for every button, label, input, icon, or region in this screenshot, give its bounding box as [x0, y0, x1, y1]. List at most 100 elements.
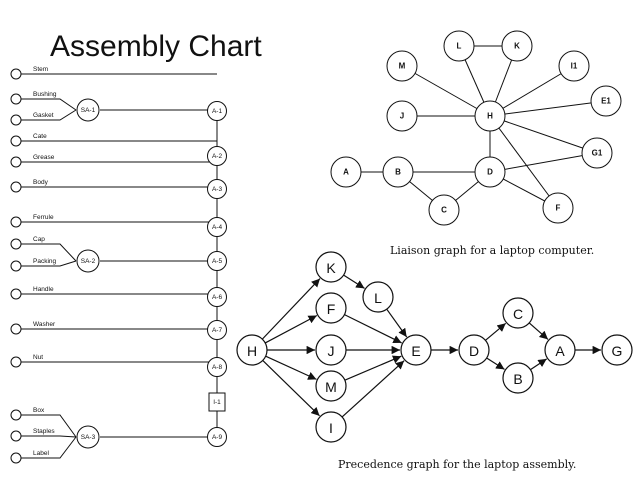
part-circle-gasket [10, 114, 22, 126]
part-circle-cap [10, 238, 22, 250]
part-line-box [21, 414, 77, 438]
precedence-edge-d-c [485, 322, 507, 341]
liaison-node-label-h: H [487, 112, 493, 121]
part-label-washer: Washer [33, 321, 56, 328]
liaison-edge-m-h [401, 65, 491, 117]
operation-circle-a-3 [207, 179, 227, 199]
liaison-node-label-d: D [487, 168, 493, 177]
precedence-node-k [315, 251, 347, 283]
liaison-edge-i1-h [489, 65, 575, 117]
liaison-node-label-j: J [400, 112, 404, 121]
liaison-node-d [474, 156, 506, 188]
part-circle-cate [10, 135, 22, 147]
liaison-edge-g1-h [489, 115, 598, 154]
part-circle-handle [10, 288, 22, 300]
liaison-node-e1 [590, 85, 622, 117]
precedence-edge-h-i [262, 360, 320, 417]
precedence-node-label-b: B [513, 371, 522, 387]
operation-circle-a-2 [207, 146, 227, 166]
subassembly-label-sa-1: SA-1 [81, 107, 96, 114]
part-line-gasket [21, 109, 77, 121]
operation-label-a-4: A-4 [212, 224, 223, 231]
precedence-node-label-g: G [612, 343, 623, 359]
precedence-node-j [315, 334, 347, 366]
operation-label-a-9: A-9 [212, 434, 223, 441]
part-circle-bushing [10, 93, 22, 105]
liaison-node-b [382, 156, 414, 188]
part-circle-washer [10, 323, 22, 335]
precedence-node-label-m: M [325, 379, 337, 395]
part-label-grease: Grease [33, 154, 55, 161]
subassembly-circle-sa-3 [76, 425, 100, 449]
precedence-node-label-a: A [555, 343, 565, 359]
part-label-gasket: Gasket [33, 112, 54, 119]
liaison-node-label-b: B [395, 168, 401, 177]
subassembly-circle-sa-2 [76, 249, 100, 273]
liaison-node-i1 [558, 50, 590, 82]
part-label-body: Body [33, 179, 49, 186]
operation-circle-a-7 [207, 320, 227, 340]
precedence-edge-h-f [264, 314, 318, 344]
liaison-node-label-a: A [343, 168, 349, 177]
precedence-node-a [544, 334, 576, 366]
part-label-nut: Nut [33, 354, 43, 361]
part-label-stem: Stem [33, 66, 48, 73]
operation-circle-a-5 [207, 251, 227, 271]
precedence-node-d [458, 334, 490, 366]
part-label-handle: Handle [33, 286, 54, 293]
precedence-node-label-e: E [411, 343, 420, 359]
part-label-staples: Staples [33, 428, 55, 435]
part-circle-label [10, 452, 22, 464]
operation-circle-a-1 [207, 101, 227, 121]
operation-label-a-7: A-7 [212, 327, 223, 334]
liaison-caption: Liaison graph for a laptop computer. [390, 244, 594, 257]
precedence-node-label-h: H [247, 343, 257, 359]
precedence-node-m [315, 370, 347, 402]
liaison-edge-h-f [489, 115, 559, 209]
assembly-chart: StemBushingGasketCateGreaseBodyFerruleCa… [10, 66, 227, 464]
precedence-node-c [502, 297, 534, 329]
operation-label-a-6: A-6 [212, 294, 223, 301]
liaison-node-f [542, 192, 574, 224]
precedence-node-b [502, 362, 534, 394]
liaison-node-label-e1: E1 [601, 97, 611, 106]
part-line-cap [21, 243, 77, 262]
operation-label-a-5: A-5 [212, 258, 223, 265]
operation-circle-a-6 [207, 287, 227, 307]
liaison-node-k [501, 30, 533, 62]
part-label-ferrule: Ferrule [33, 214, 54, 221]
precedence-edge-k-l [343, 274, 365, 289]
operation-circle-a-4 [207, 217, 227, 237]
part-line-label [21, 436, 77, 459]
liaison-node-label-f: F [556, 204, 561, 213]
part-circle-staples [10, 430, 22, 442]
precedence-edge-l-e [386, 308, 408, 338]
part-circle-nut [10, 356, 22, 368]
part-label-label: Label [33, 450, 49, 457]
subassembly-label-sa-3: SA-3 [81, 434, 96, 441]
part-circle-box [10, 409, 22, 421]
precedence-edge-h-k [261, 278, 321, 340]
part-label-packing: Packing [33, 258, 57, 265]
part-circle-packing [10, 260, 22, 272]
liaison-node-a [330, 156, 362, 188]
subassembly-circle-sa-1 [76, 98, 100, 122]
precedence-edge-i-e [341, 360, 405, 418]
liaison-node-h [474, 100, 506, 132]
precedence-edge-h-m [265, 355, 317, 380]
liaison-node-j [386, 100, 418, 132]
precedence-node-f [315, 292, 347, 324]
page-title: Assembly Chart [50, 30, 262, 63]
precedence-node-label-k: K [326, 260, 336, 276]
liaison-node-g1 [581, 137, 613, 169]
liaison-edge-e1-h [489, 100, 607, 117]
precedence-node-label-f: F [327, 301, 336, 317]
part-line-bushing [21, 98, 77, 111]
liaison-node-label-c: C [441, 206, 447, 215]
operation-label-a-8: A-8 [212, 364, 223, 371]
liaison-edge-d-g1 [489, 152, 598, 173]
precedence-edge-b-a [530, 358, 548, 371]
part-label-bushing: Bushing [33, 91, 57, 98]
